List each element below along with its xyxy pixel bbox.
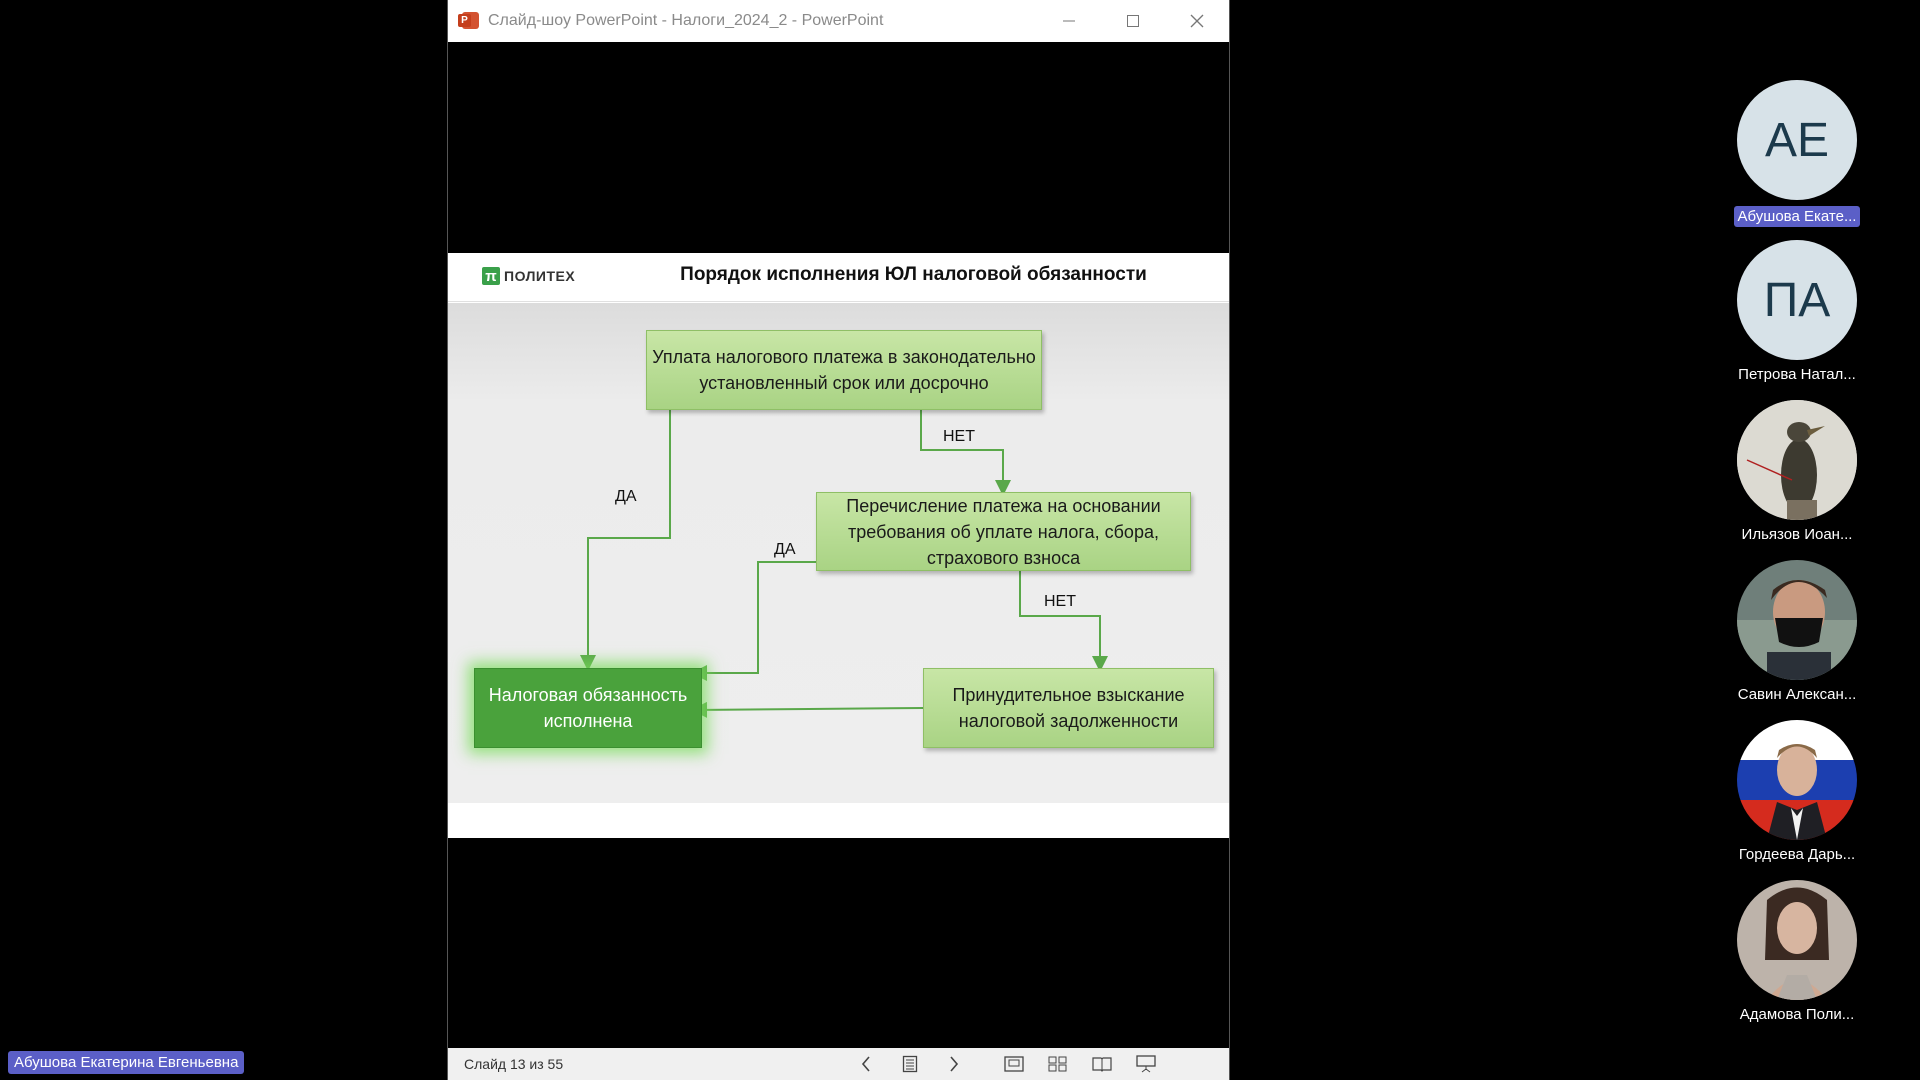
minimize-icon	[1063, 20, 1075, 22]
close-button[interactable]	[1165, 0, 1229, 42]
slide-sorter-button[interactable]	[1036, 1048, 1080, 1080]
arrow-enforced	[691, 701, 924, 718]
logo-mark: π	[482, 267, 500, 285]
slide-header: π ПОЛИТЕХ Порядок исполнения ЮЛ налогово…	[448, 253, 1229, 302]
participant-tile[interactable]: ПА Петрова Натал...	[1722, 240, 1872, 383]
slideshow-statusbar: Слайд 13 из 55	[448, 1048, 1229, 1080]
presenter-name-badge: Абушова Екатерина Евгеньевна	[8, 1051, 245, 1074]
avatar: ПА	[1737, 240, 1857, 360]
maximize-icon	[1127, 15, 1139, 27]
reading-view-icon	[1092, 1057, 1112, 1072]
label-yes-2: ДА	[774, 541, 796, 558]
participant-name: Абушова Екате...	[1733, 206, 1861, 227]
person-photo	[1737, 560, 1857, 680]
normal-view-button[interactable]	[992, 1048, 1036, 1080]
avatar-photo	[1737, 720, 1857, 840]
arrow-yes-2	[691, 561, 818, 681]
powerpoint-icon: P	[458, 11, 480, 31]
box-enforced: Принудительное взыскание налоговой задол…	[923, 668, 1214, 748]
participant-tile[interactable]: Гордеева Дарь...	[1722, 720, 1872, 863]
flowchart: Уплата налогового платежа в законодатель…	[448, 303, 1229, 803]
previous-slide-button[interactable]	[844, 1048, 888, 1080]
notes-icon	[902, 1055, 918, 1073]
flowchart-arrows	[580, 410, 1108, 718]
participant-tile[interactable]: Адамова Поли...	[1722, 880, 1872, 1023]
normal-view-icon	[1004, 1056, 1024, 1072]
participant-tile[interactable]: Ильязов Иоан...	[1722, 400, 1872, 543]
box-payment: Уплата налогового платежа в законодатель…	[646, 330, 1042, 410]
slide-counter: Слайд 13 из 55	[464, 1056, 564, 1072]
title-bar: P Слайд-шоу PowerPoint - Налоги_2024_2 -…	[448, 0, 1229, 42]
flag-portrait-photo	[1737, 720, 1857, 840]
politech-logo: π ПОЛИТЕХ	[482, 267, 575, 285]
arrow-no-1	[920, 410, 1011, 496]
close-icon	[1190, 14, 1204, 28]
avatar: АЕ	[1737, 80, 1857, 200]
prev-icon	[861, 1056, 870, 1072]
participant-name: Гордеева Дарь...	[1738, 846, 1856, 863]
label-no-1: НЕТ	[943, 428, 975, 445]
reading-view-button[interactable]	[1080, 1048, 1124, 1080]
slideshow-button[interactable]	[1124, 1048, 1168, 1080]
maximize-button[interactable]	[1101, 0, 1165, 42]
slide: π ПОЛИТЕХ Порядок исполнения ЮЛ налогово…	[448, 253, 1229, 838]
avatar-photo	[1737, 400, 1857, 520]
slide-title: Порядок исполнения ЮЛ налоговой обязанно…	[680, 264, 1147, 285]
slide-sorter-icon	[1048, 1056, 1067, 1072]
arrow-yes-1	[580, 410, 671, 671]
minimize-button[interactable]	[1037, 0, 1101, 42]
avatar-photo	[1737, 560, 1857, 680]
participant-tile[interactable]: Савин Алексан...	[1722, 560, 1872, 703]
arrow-no-2	[1019, 571, 1108, 672]
avatar-photo	[1737, 880, 1857, 1000]
slideshow-icon	[1136, 1055, 1156, 1073]
slide-footer	[448, 803, 1229, 838]
next-slide-button[interactable]	[932, 1048, 976, 1080]
window-title: Слайд-шоу PowerPoint - Налоги_2024_2 - P…	[488, 12, 884, 29]
logo-text: ПОЛИТЕХ	[504, 268, 576, 284]
label-no-2: НЕТ	[1044, 593, 1076, 610]
box-transfer: Перечисление платежа на основании требов…	[816, 492, 1191, 571]
next-icon	[950, 1056, 959, 1072]
participant-name: Ильязов Иоан...	[1741, 526, 1853, 543]
participant-name: Адамова Поли...	[1739, 1006, 1855, 1023]
participant-tile[interactable]: АЕ Абушова Екате...	[1722, 80, 1872, 227]
bird-photo	[1737, 400, 1857, 520]
participant-name: Савин Алексан...	[1737, 686, 1857, 703]
label-yes-1: ДА	[615, 488, 637, 505]
box-fulfilled: Налоговая обязанность исполнена	[474, 668, 702, 748]
notes-button[interactable]	[888, 1048, 932, 1080]
participant-name: Петрова Натал...	[1738, 366, 1856, 383]
person-photo	[1737, 880, 1857, 1000]
powerpoint-window: P Слайд-шоу PowerPoint - Налоги_2024_2 -…	[447, 0, 1230, 1080]
